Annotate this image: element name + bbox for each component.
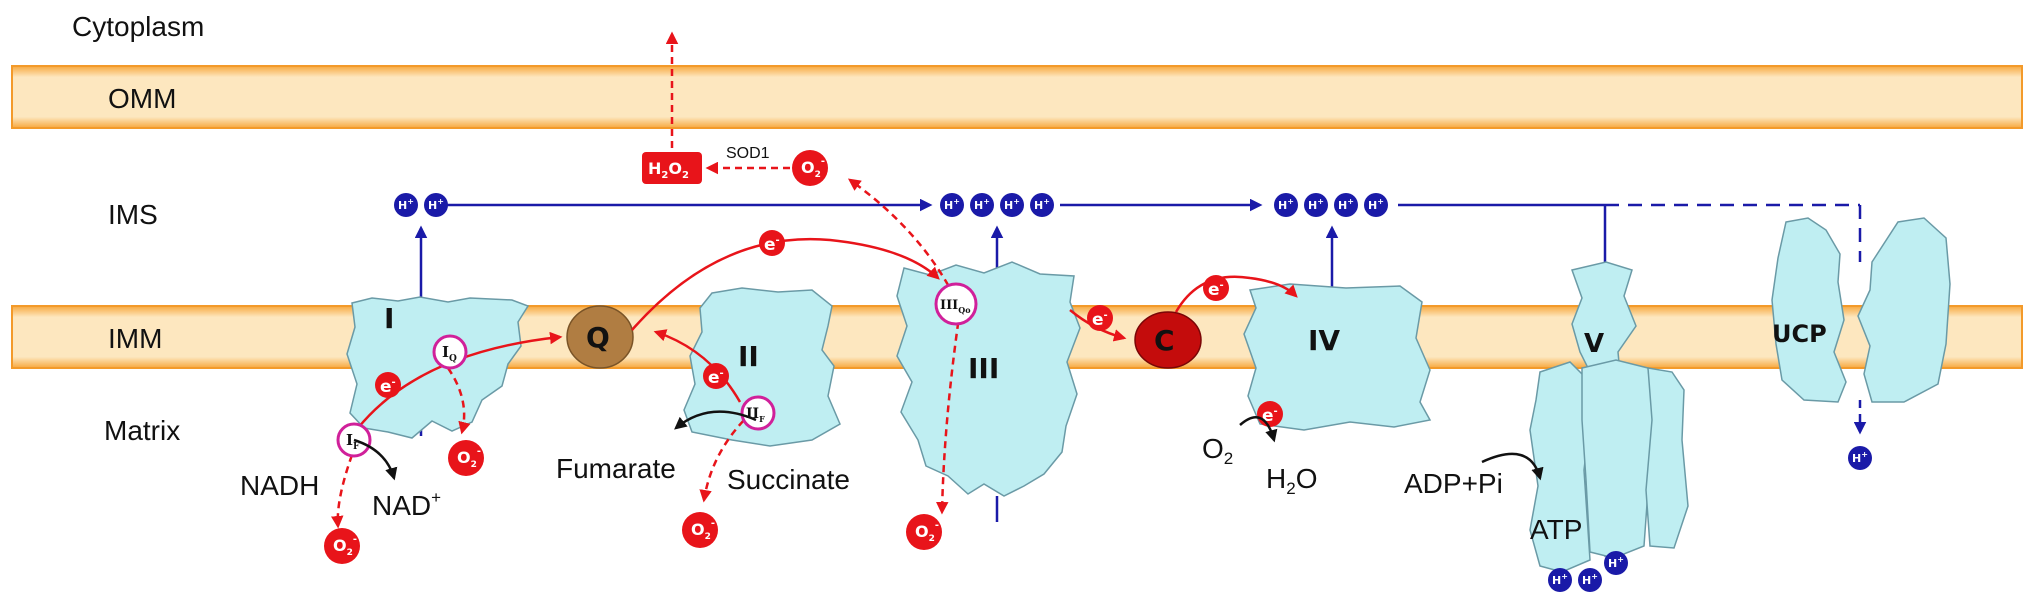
electron-token: e- — [1203, 275, 1229, 301]
svg-text:H+: H+ — [944, 197, 960, 212]
svg-text:H+: H+ — [1278, 197, 1294, 212]
svg-text:H+: H+ — [428, 197, 444, 212]
svg-text:e-: e- — [764, 235, 780, 255]
h2o-label: H2O — [1266, 463, 1317, 498]
svg-text:H+: H+ — [1368, 197, 1384, 212]
svg-text:e-: e- — [1262, 406, 1278, 426]
svg-text:IIIQo: IIIQo — [940, 298, 971, 315]
electron-token: e- — [759, 230, 785, 256]
label-matrix: Matrix — [104, 415, 180, 446]
complex-ii-label: II — [738, 340, 759, 373]
label-cytoplasm: Cytoplasm — [72, 11, 204, 42]
complex-i-label: I — [384, 302, 394, 335]
electron-flow — [357, 237, 1298, 429]
complex-v-shape — [1529, 261, 1689, 573]
sod1-label: SOD1 — [726, 145, 770, 162]
svg-text:H+: H+ — [1852, 450, 1868, 465]
svg-text:IQ: IQ — [442, 343, 457, 364]
label-omm: OMM — [108, 83, 176, 114]
svg-text:H+: H+ — [1552, 572, 1568, 587]
electron-token: e- — [703, 363, 729, 389]
complex-iii-label: III — [968, 352, 999, 385]
ubiquinone-q-label: Q — [586, 321, 610, 354]
omm-membrane — [11, 65, 2023, 129]
ubiquinone-q — [566, 305, 634, 369]
site-iq: IQ — [432, 334, 468, 370]
proton-token: H+ — [1030, 193, 1054, 217]
proton-token: H+ — [970, 193, 994, 217]
superoxide-token: O2- — [906, 514, 942, 550]
complex-v-label: V — [1584, 329, 1604, 359]
superoxide-token: O2- — [448, 440, 484, 476]
electron-token: e- — [1257, 401, 1283, 427]
complex-iv-label: IV — [1308, 324, 1340, 357]
svg-text:e-: e- — [1208, 280, 1224, 300]
svg-text:H+: H+ — [1582, 572, 1598, 587]
svg-text:O2-: O2- — [333, 534, 357, 558]
atp-label: ATP — [1530, 514, 1582, 545]
site-iiiqo: IIIQo — [934, 282, 978, 326]
label-ims: IMS — [108, 199, 158, 230]
ros-flow — [331, 31, 962, 529]
svg-text:H+: H+ — [1308, 197, 1324, 212]
complex-ii-shape — [683, 287, 841, 447]
proton-token: H+ — [1548, 568, 1572, 592]
o2-label: O2 — [1202, 433, 1233, 468]
nadh-label: NADH — [240, 470, 319, 501]
svg-text:H+: H+ — [398, 197, 414, 212]
svg-text:e-: e- — [380, 377, 396, 397]
electron-token: e- — [375, 372, 401, 398]
fumarate-label: Fumarate — [556, 453, 676, 484]
proton-token: H+ — [1274, 193, 1298, 217]
svg-text:H+: H+ — [1004, 197, 1020, 212]
complex-iv-shape — [1243, 283, 1432, 431]
svg-text:IF: IF — [346, 431, 360, 452]
svg-text:O2-: O2- — [915, 520, 939, 544]
ucp-label: UCP — [1772, 320, 1827, 348]
svg-text:e-: e- — [708, 368, 724, 388]
proton-token: H+ — [424, 193, 448, 217]
substrate-arrows — [353, 410, 1544, 481]
svg-text:O2-: O2- — [691, 518, 715, 542]
proton-token: H+ — [1334, 193, 1358, 217]
proton-token: H+ — [1578, 568, 1602, 592]
ucp-shape — [1771, 217, 1951, 403]
svg-text:e-: e- — [1092, 310, 1108, 330]
superoxide-token: O2- — [682, 512, 718, 548]
label-imm: IMM — [108, 323, 162, 354]
svg-text:O2-: O2- — [457, 446, 481, 470]
svg-text:H+: H+ — [974, 197, 990, 212]
superoxide-token: O2- — [324, 528, 360, 564]
cytochrome-c — [1134, 311, 1202, 369]
adp-pi-label: ADP+Pi — [1404, 468, 1503, 499]
superoxide-token: O2- — [792, 150, 828, 186]
svg-text:H+: H+ — [1338, 197, 1354, 212]
proton-token: H+ — [1364, 193, 1388, 217]
svg-text:O2-: O2- — [801, 156, 825, 180]
cytochrome-c-label: C — [1154, 324, 1175, 357]
proton-token: H+ — [394, 193, 418, 217]
proton-token: H+ — [1304, 193, 1328, 217]
proton-token: H+ — [940, 193, 964, 217]
proton-token: H+ — [1848, 446, 1872, 470]
svg-text:H+: H+ — [1034, 197, 1050, 212]
electron-token: e- — [1087, 305, 1113, 331]
svg-text:H+: H+ — [1608, 555, 1624, 570]
nad-plus-label: NAD+ — [372, 488, 441, 521]
proton-token: H+ — [1000, 193, 1024, 217]
site-iif: IIF — [740, 395, 776, 431]
svg-text:H2O2: H2O2 — [648, 159, 689, 181]
proton-token: H+ — [1604, 551, 1628, 575]
h2o2-box: H2O2 — [642, 152, 702, 184]
succinate-label: Succinate — [727, 464, 850, 495]
